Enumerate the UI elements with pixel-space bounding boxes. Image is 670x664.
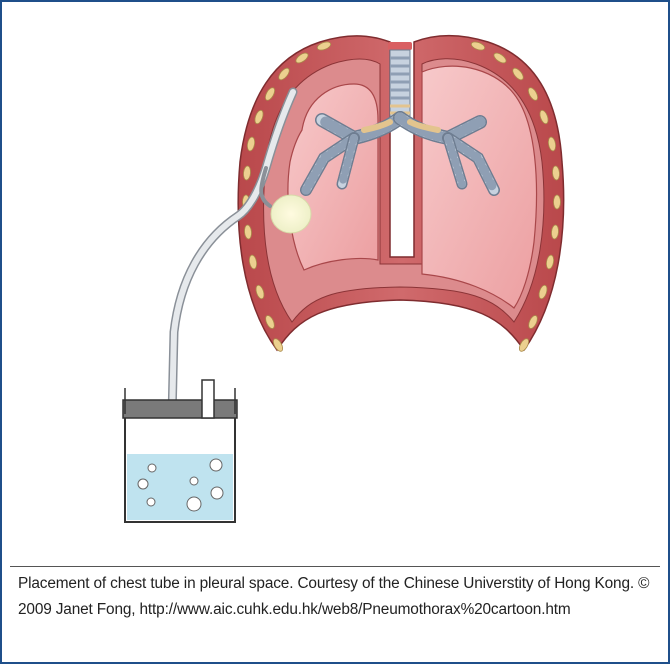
trachea — [388, 42, 412, 118]
drainage-bottle — [123, 380, 237, 522]
lung-right — [422, 66, 537, 308]
caption-divider — [10, 566, 660, 567]
air-pocket — [271, 195, 311, 233]
chest-tube-illustration — [2, 2, 668, 562]
figure-caption: Placement of chest tube in pleural space… — [18, 571, 658, 623]
